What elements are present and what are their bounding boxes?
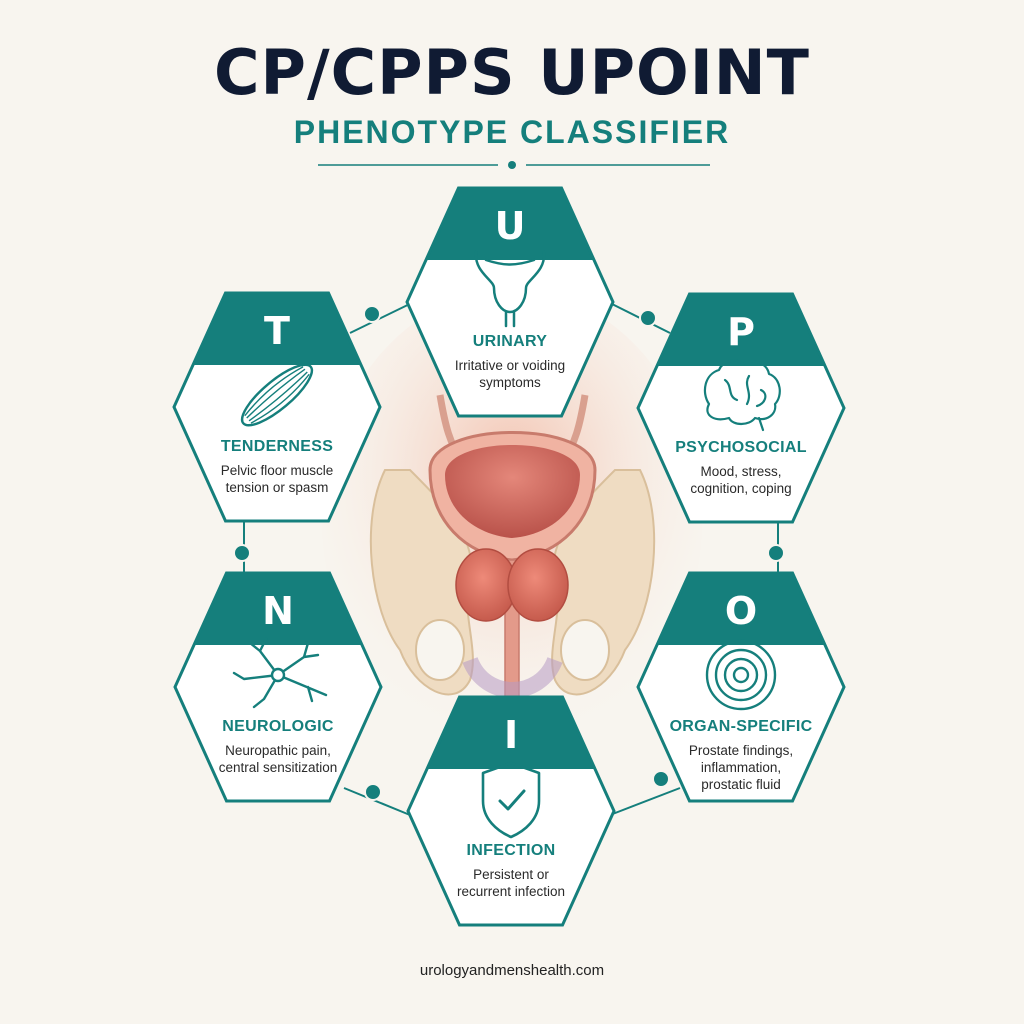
bladder-icon [474, 250, 546, 328]
footer-url: urologyandmenshealth.com [419, 962, 605, 979]
card-description-line: Persistent or [473, 867, 549, 882]
card-description-line: central sensitization [219, 760, 338, 775]
card-description-line: recurrent infection [457, 884, 565, 899]
card-description-line: Prostate findings, [689, 743, 793, 758]
card-description-line: Irritative or voiding [455, 358, 565, 373]
shield-check-icon [481, 761, 541, 839]
brain-icon [703, 359, 781, 432]
card-description-line: Mood, stress, [700, 464, 781, 479]
card-letter: I [504, 713, 518, 757]
card-title: ORGAN-SPECIFIC [670, 718, 813, 735]
card-description-line: Neuropathic pain, [225, 743, 331, 758]
title-divider [318, 161, 710, 169]
connector-dot [639, 309, 657, 327]
card-letter: U [495, 204, 526, 248]
connector-dot [363, 305, 381, 323]
neuron-icon [232, 637, 328, 709]
page-title: CP/CPPS UPOINT [214, 36, 810, 109]
anatomy-illustration [322, 290, 702, 750]
connector-dot [364, 783, 382, 801]
connector-dots [233, 305, 785, 801]
card-description-line: inflammation, [701, 760, 781, 775]
card-description-line: prostatic fluid [701, 777, 781, 792]
card-title: INFECTION [467, 842, 556, 859]
muscle-icon [240, 363, 314, 427]
card-description-line: symptoms [479, 375, 541, 390]
connector-dot [652, 770, 670, 788]
card-title: TENDERNESS [221, 438, 333, 455]
card-letter: N [262, 589, 294, 633]
connector-dot [767, 544, 785, 562]
card-description-line: cognition, coping [690, 481, 791, 496]
page-subtitle: PHENOTYPE CLASSIFIER [293, 114, 731, 150]
card-description-line: tension or spasm [226, 480, 329, 495]
card-letter: P [727, 310, 755, 354]
connector-dot [233, 544, 251, 562]
card-title: URINARY [473, 333, 547, 350]
card-title: PSYCHOSOCIAL [675, 439, 807, 456]
target-icon [705, 639, 777, 711]
card-letter: O [725, 589, 757, 633]
card-title: NEUROLOGIC [222, 718, 334, 735]
card-description-line: Pelvic floor muscle [221, 463, 334, 478]
card-letter: T [264, 309, 290, 353]
card-neurologic: N NEUROLOGIC Neuropathic pain, central sens… [173, 571, 383, 803]
